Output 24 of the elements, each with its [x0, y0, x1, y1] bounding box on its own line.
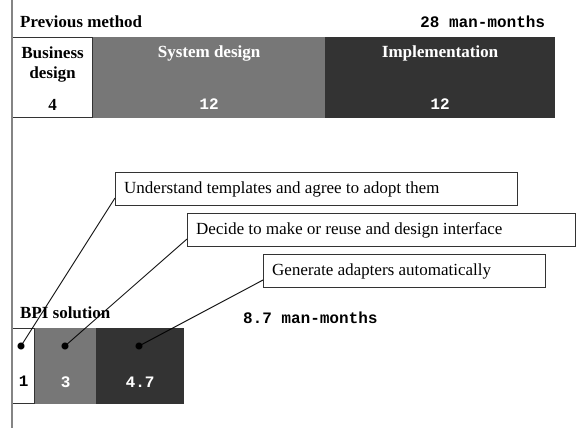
segment-value: 3 [60, 374, 72, 392]
leader-line [62, 238, 188, 350]
bar-segment [13, 37, 93, 118]
segment-label: Implementation [380, 42, 500, 62]
total-label: 28 man-months [420, 14, 545, 32]
segment-value: 12 [198, 96, 220, 114]
callout-box: Understand templates and agree to adopt them [115, 172, 518, 206]
segment-label: Business design [20, 43, 85, 83]
callout-box: Decide to make or reuse and design interface [187, 213, 576, 247]
segment-label: System design [156, 42, 262, 62]
bar-segment [35, 328, 96, 404]
callout-box: Generate adapters automatically [263, 254, 546, 288]
bar-segment [93, 37, 325, 118]
segment-value: 4.7 [124, 374, 156, 392]
chart-title: Previous method [20, 12, 142, 32]
leader-line [18, 198, 116, 350]
total-label: 8.7 man-months [243, 310, 378, 328]
bar-segment [13, 328, 35, 404]
segment-value: 1 [18, 373, 30, 391]
segment-value: 12 [429, 96, 451, 114]
segment-value: 4 [47, 95, 58, 115]
leader-line [136, 280, 264, 350]
bar-segment [325, 37, 555, 118]
bar-segment [96, 328, 184, 404]
